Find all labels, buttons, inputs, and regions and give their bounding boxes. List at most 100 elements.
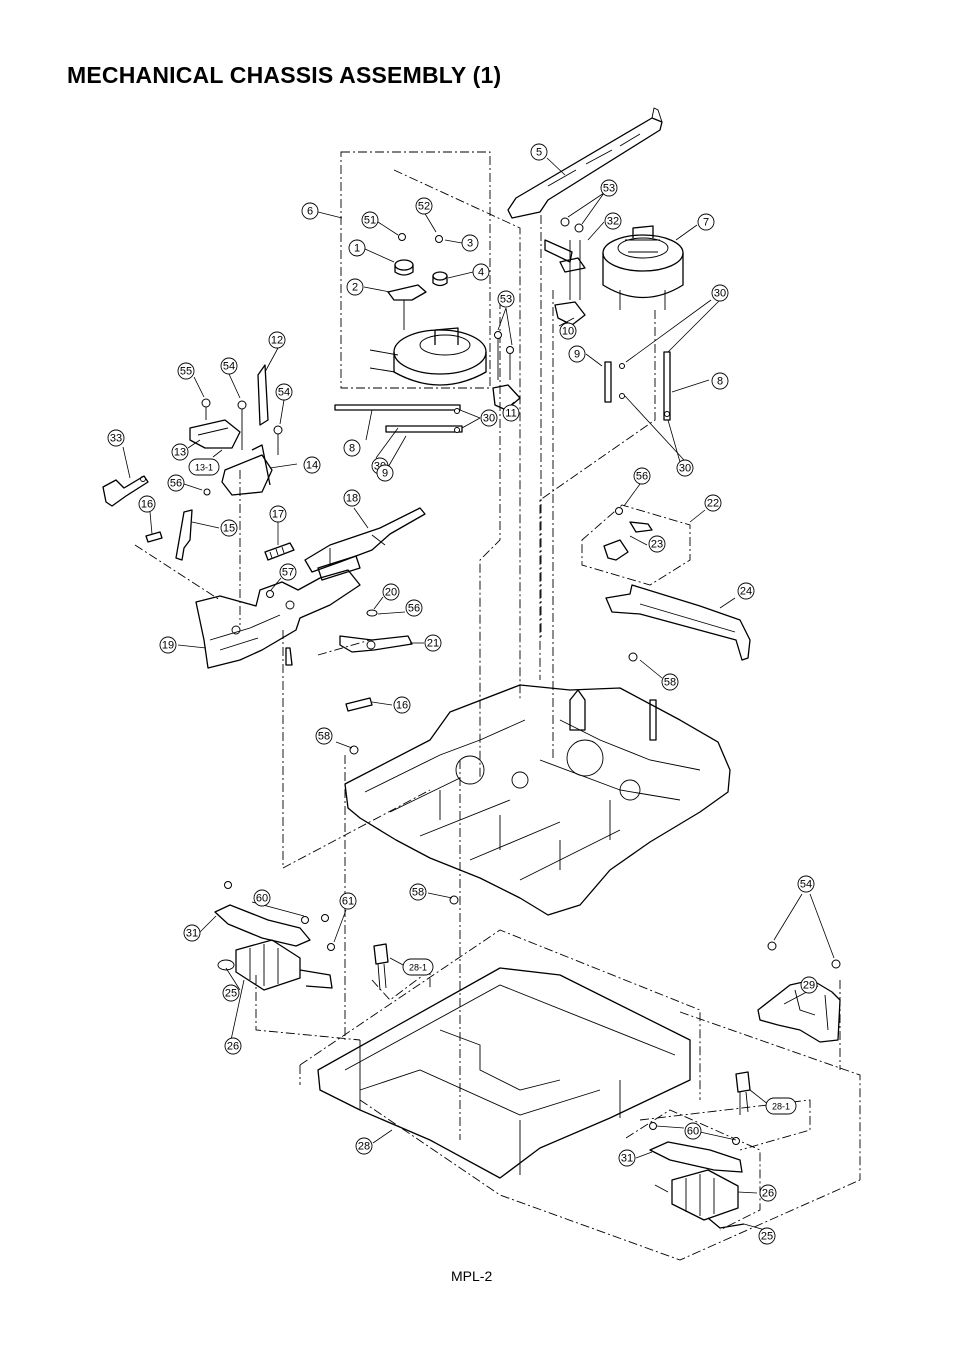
callout-13-1: 13-1 [188, 458, 220, 476]
callout-28: 28 [355, 1137, 373, 1155]
callout-text: 14 [306, 460, 318, 472]
callout-52: 52 [415, 197, 433, 215]
callout-24: 24 [737, 582, 755, 600]
callout-text: 28-1 [772, 1102, 790, 1112]
callout-58: 58 [409, 883, 427, 901]
callout-12: 12 [268, 331, 286, 349]
part-18-slider-lever [304, 507, 426, 581]
part-29-guide [757, 941, 841, 1043]
page-title: MECHANICAL CHASSIS ASSEMBLY (1) [67, 62, 502, 88]
callout-25: 25 [758, 1227, 776, 1245]
callout-text: 56 [408, 603, 420, 615]
callout-57: 57 [279, 563, 297, 581]
part-19-mode-slider [195, 569, 361, 669]
callout-text: 13 [174, 447, 186, 459]
callout-text: 10 [562, 326, 574, 338]
leader-lines [122, 157, 835, 1231]
callout-text: 58 [412, 887, 424, 899]
callout-1: 1 [348, 239, 366, 257]
callout-text: 16 [141, 499, 153, 511]
callout-23: 23 [648, 535, 666, 553]
callout-26: 26 [224, 1037, 242, 1055]
callout-5: 5 [530, 143, 548, 161]
callout-text: 8 [717, 376, 723, 388]
callout-text: 31 [621, 1153, 633, 1165]
callout-text: 23 [651, 539, 663, 551]
callout-text: 21 [427, 638, 439, 650]
callout-4: 4 [472, 263, 490, 281]
callout-29: 29 [800, 976, 818, 994]
callout-11: 11 [502, 404, 520, 422]
callout-56: 56 [633, 467, 651, 485]
callout-text: 53 [500, 294, 512, 306]
callout-text: 60 [687, 1126, 699, 1138]
part-28-1-connector-left [373, 943, 389, 991]
callout-6: 6 [301, 202, 319, 220]
callout-text: 52 [418, 201, 430, 213]
main-mechanical-chassis [344, 684, 731, 916]
callout-16: 16 [393, 696, 411, 714]
callout-text: 55 [180, 366, 192, 378]
callout-18: 18 [343, 489, 361, 507]
callout-text: 24 [740, 586, 752, 598]
part-26-solenoid-left [214, 881, 335, 991]
callout-text: 58 [318, 731, 330, 743]
callout-30: 30 [711, 284, 729, 302]
callout-text: 61 [342, 896, 354, 908]
callout-22: 22 [704, 494, 722, 512]
callout-2: 2 [346, 278, 364, 296]
callout-text: 32 [607, 216, 619, 228]
callout-text: 30 [714, 288, 726, 300]
callout-31: 31 [183, 924, 201, 942]
part-32-tension-arm [544, 217, 586, 326]
callout-54: 54 [275, 383, 293, 401]
callout-text: 58 [664, 677, 676, 689]
callout-text: 7 [703, 217, 709, 229]
callout-9: 9 [376, 464, 394, 482]
part-33-lever [102, 475, 149, 507]
callout-text: 5 [536, 147, 542, 159]
callout-56: 56 [167, 474, 185, 492]
callout-text: 13-1 [195, 463, 213, 473]
callout-text: 16 [396, 700, 408, 712]
callout-text: 9 [382, 468, 388, 480]
callout-text: 3 [467, 238, 473, 250]
callout-text: 53 [603, 183, 615, 195]
callout-text: 11 [505, 408, 516, 420]
callout-text: 4 [478, 267, 484, 279]
callout-text: 30 [679, 463, 691, 475]
callout-58: 58 [315, 727, 333, 745]
callout-15: 15 [220, 519, 238, 537]
callout-17: 17 [269, 505, 287, 523]
callout-text: 25 [225, 988, 237, 1000]
callout-54: 54 [797, 875, 815, 893]
callout-text: 30 [483, 413, 495, 425]
callout-9: 9 [568, 345, 586, 363]
callout-text: 26 [227, 1041, 239, 1053]
callout-28-1: 28-1 [765, 1097, 797, 1115]
callout-7: 7 [697, 213, 715, 231]
callout-text: 20 [385, 587, 397, 599]
callout-text: 51 [364, 215, 376, 227]
callout-text: 26 [762, 1188, 774, 1200]
callout-20: 20 [382, 583, 400, 601]
callout-60: 60 [253, 889, 271, 907]
callout-text: 12 [271, 335, 283, 347]
callout-53: 53 [600, 179, 618, 197]
callout-10: 10 [559, 322, 577, 340]
callout-text: 56 [170, 478, 182, 490]
callout-25: 25 [222, 984, 240, 1002]
part-11-bracket [492, 331, 521, 411]
parts-8-9-guide-shafts-left [334, 404, 463, 433]
callout-text: 25 [761, 1231, 773, 1243]
callout-30: 30 [676, 459, 694, 477]
callout-text: 9 [574, 349, 580, 361]
callout-31: 31 [618, 1149, 636, 1167]
part-5-slide-rail [507, 107, 663, 219]
part-15-16-17-springs [145, 488, 295, 561]
callout-text: 18 [346, 493, 358, 505]
callout-text: 28-1 [409, 963, 427, 973]
assembly-guide-lines [134, 151, 861, 1261]
